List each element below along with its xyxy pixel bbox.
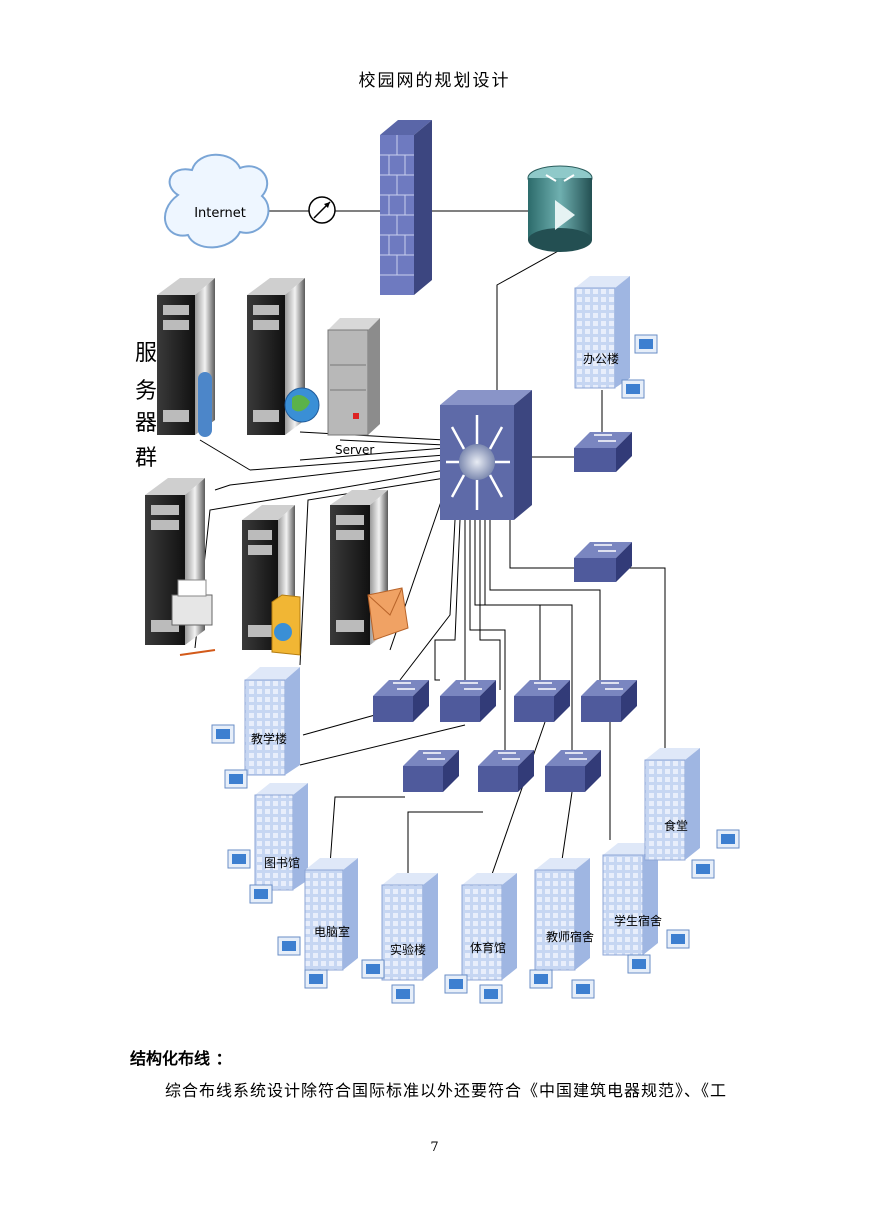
internet-cloud: Internet [163,153,270,249]
access-switch-icon [574,542,632,582]
svg-text:食堂: 食堂 [664,818,688,833]
page-header-title: 校园网的规划设计 [358,71,511,91]
server-tower-icon [242,505,301,656]
page-number: 7 [430,1140,439,1155]
access-switch-icon [440,680,496,722]
access-switch-icon [478,750,534,792]
svg-text:器: 器 [135,411,157,436]
section-heading: 结构化布线 ： [130,1049,232,1068]
svg-text:图书馆: 图书馆 [264,855,300,870]
svg-text:群: 群 [135,446,157,471]
server-tower-icon [145,478,216,656]
building-teacher-dorm: 教师宿舍 [534,858,594,971]
svg-text:办公楼: 办公楼 [583,351,619,366]
building-computer-room: 电脑室 [304,858,358,971]
svg-text:学生宿舍: 学生宿舍 [614,913,662,928]
building-lab: 实验楼 [381,873,438,981]
router-icon [527,165,593,252]
svg-text:体育馆: 体育馆 [470,940,506,955]
firewall-icon [380,120,432,295]
svg-text:电脑室: 电脑室 [314,924,350,939]
building-office: 办公楼 [574,276,630,389]
access-switch-icon [574,432,632,472]
server-tower-icon [330,490,409,645]
building-gym: 体育馆 [461,873,517,981]
server-box-icon: Server [327,318,380,457]
internet-label: Internet [194,206,246,221]
svg-text:务: 务 [135,379,157,404]
svg-text:教师宿舍: 教师宿舍 [546,929,594,944]
access-switch-icon [373,680,429,722]
building-canteen: 食堂 [644,748,700,861]
meter-icon [308,196,336,224]
server-label: Server [335,443,374,457]
building-student-dorm: 学生宿舍 [602,843,662,956]
access-switch-icon [581,680,637,722]
svg-text:实验楼: 实验楼 [390,942,426,957]
server-tower-icon [157,278,215,437]
pc-screen-glow [216,339,735,999]
body-paragraph: 综合布线系统设计除符合国际标准以外还要符合《中国建筑电器规范》、《工 [165,1081,728,1100]
server-tower-icon [247,278,320,435]
access-switch-icon [514,680,570,722]
core-switch-icon [440,390,532,520]
access-switch-icon [545,750,601,792]
access-switch-icon [403,750,459,792]
server-group-label: 服 务 器 群 [135,341,157,471]
svg-text:教学楼: 教学楼 [251,731,287,746]
svg-text:服: 服 [135,341,157,366]
building-library: 图书馆 [254,783,308,891]
building-teaching: 教学楼 [244,667,300,776]
